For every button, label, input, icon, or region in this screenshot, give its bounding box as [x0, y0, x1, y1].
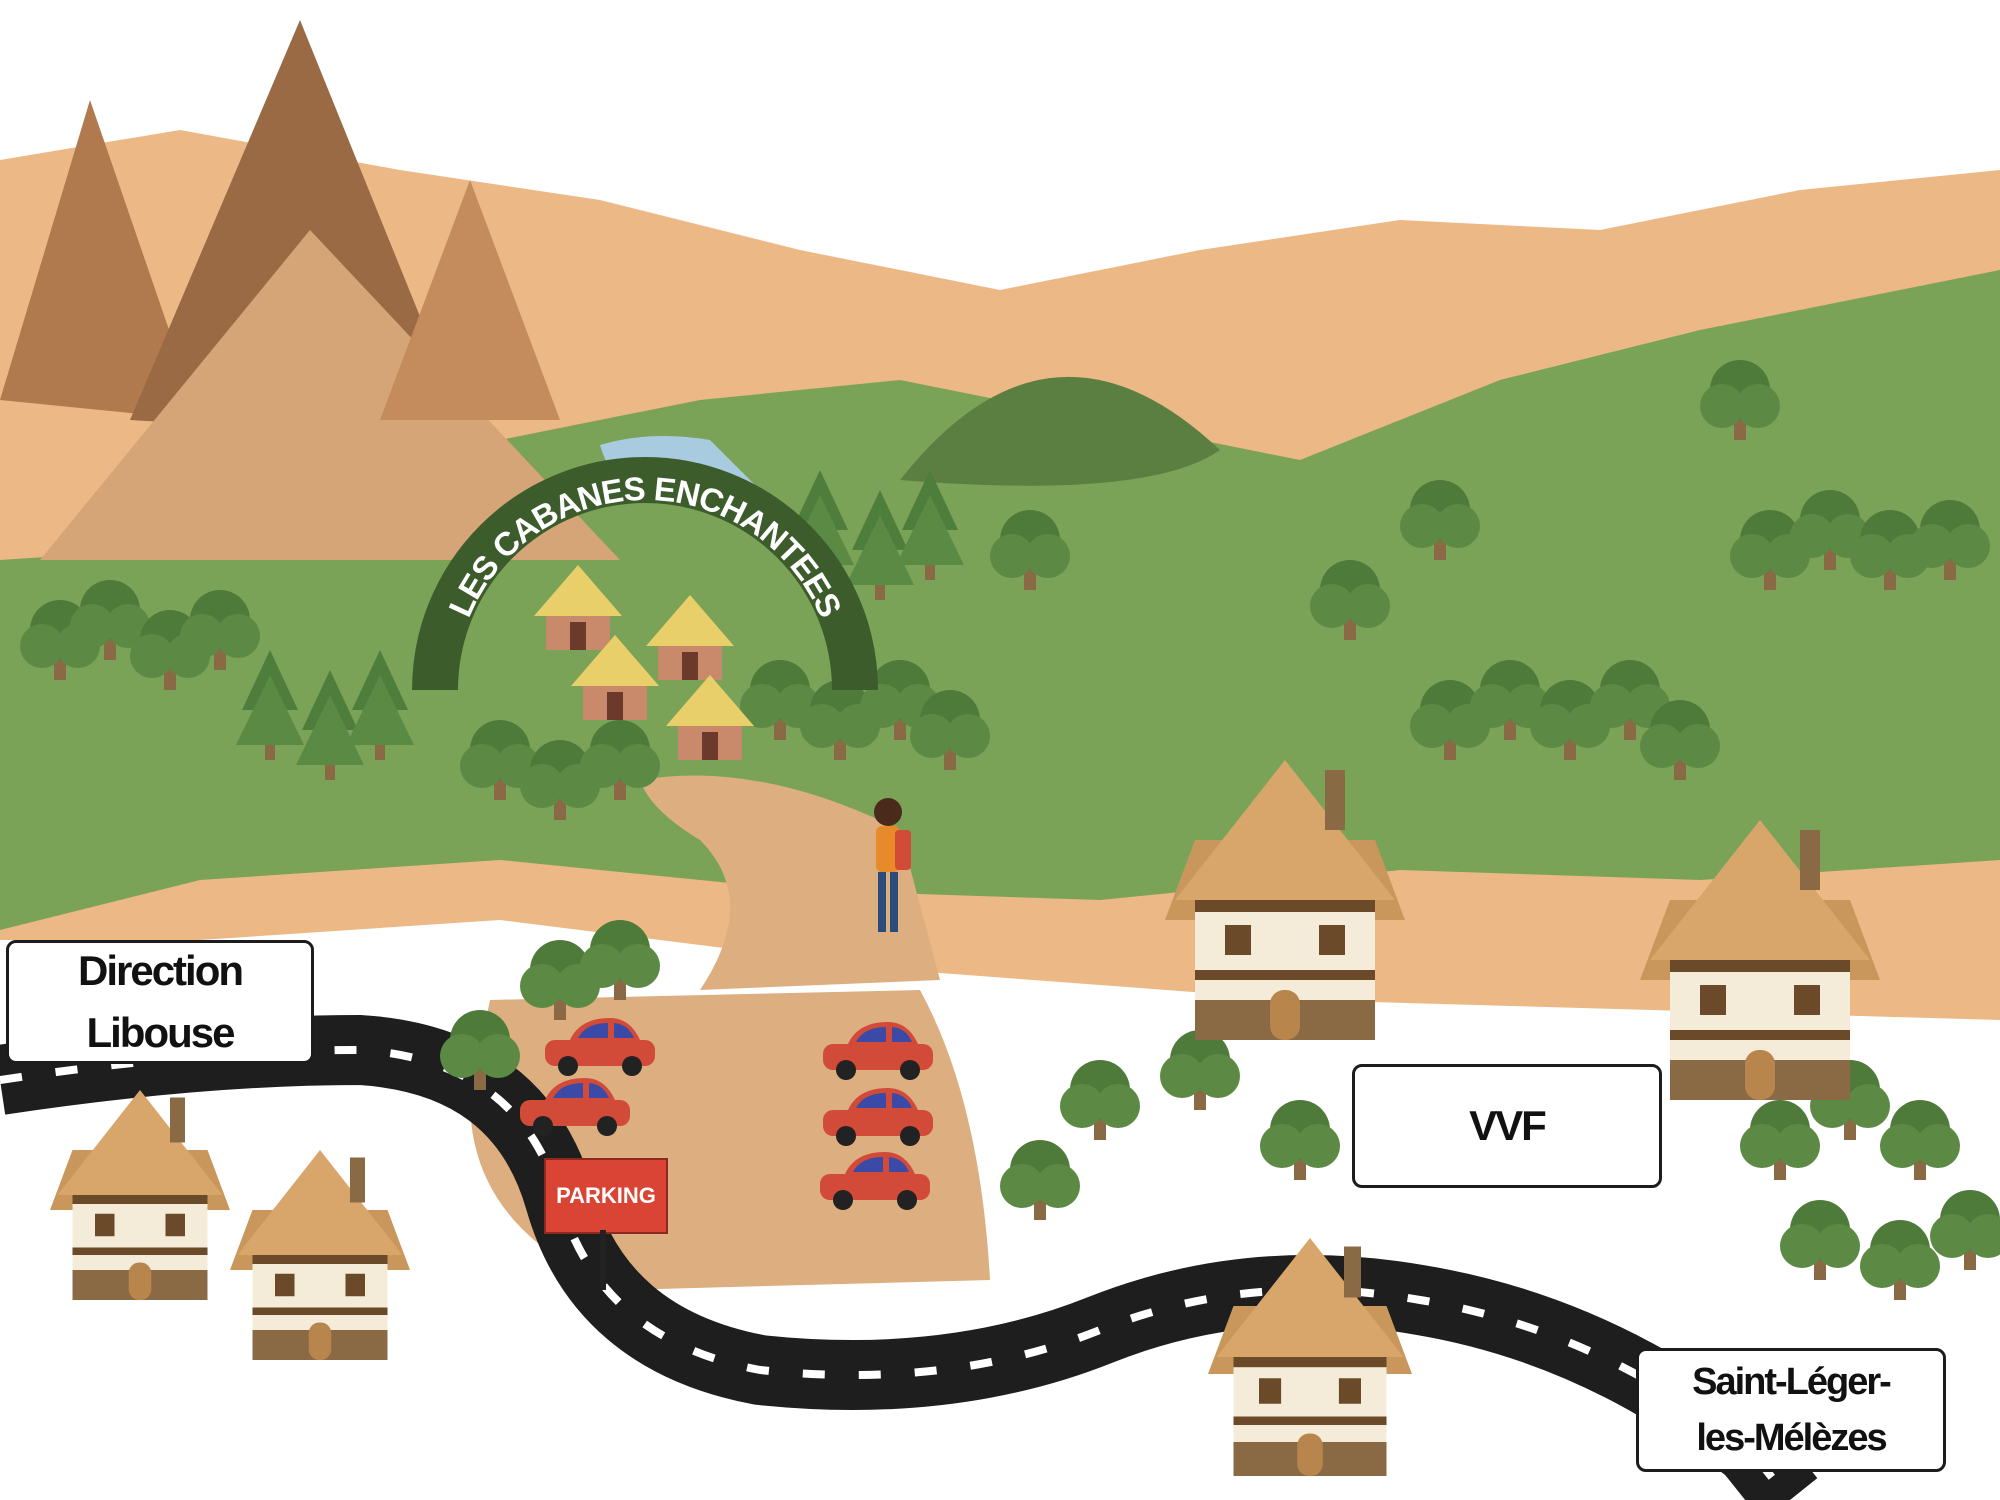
sign-direction-libouse: Direction Libouse	[6, 940, 314, 1064]
hiker-icon	[874, 798, 911, 932]
sign-stleger-line2: les-Mélèzes	[1696, 1417, 1887, 1459]
parking-sign-post	[600, 1230, 606, 1290]
road	[0, 1014, 1818, 1500]
mountain-icon	[0, 20, 620, 560]
sign-vvf-label: VVF	[1469, 1102, 1547, 1149]
sign-vvf: VVF	[1352, 1064, 1662, 1188]
sign-stleger-line1: Saint-Léger-	[1692, 1361, 1892, 1403]
sign-saint-leger: Saint-Léger- les-Mélèzes	[1636, 1348, 1946, 1472]
dirt-path	[640, 775, 940, 990]
arch-band	[412, 457, 878, 691]
sign-libouse-line2: Libouse	[86, 1009, 235, 1056]
green-hill	[900, 376, 1220, 486]
parking-sign: PARKING	[544, 1158, 668, 1234]
sign-libouse-line1: Direction	[77, 947, 244, 994]
